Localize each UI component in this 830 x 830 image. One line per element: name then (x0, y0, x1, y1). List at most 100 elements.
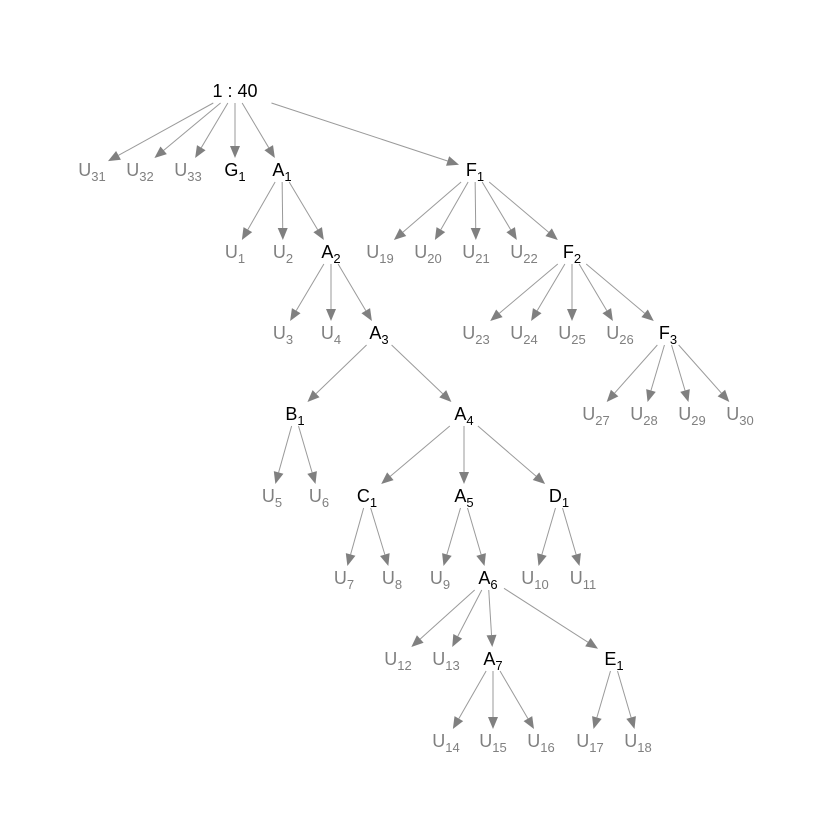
node-label: U6 (309, 486, 329, 510)
edge-F3-U27 (606, 344, 658, 402)
arrowhead-icon (523, 716, 534, 729)
node-label-subscript: 1 (297, 413, 304, 428)
node-label: U33 (174, 160, 201, 184)
node-label-subscript: 1 (238, 251, 245, 266)
arrowhead-icon (411, 635, 424, 647)
node-label-subscript: 23 (475, 332, 489, 347)
arrowhead-icon (532, 472, 546, 484)
edge-line (467, 507, 482, 555)
node-label: U12 (384, 649, 411, 673)
edge-F1-F2 (488, 181, 558, 240)
node-label-subscript: 25 (571, 332, 585, 347)
node-label-base: U (678, 404, 691, 424)
edge-line (370, 507, 386, 555)
node-label-base: A (454, 404, 466, 424)
edge-line (617, 670, 632, 718)
node-label-base: U (558, 323, 571, 343)
node-U12: U12 (384, 649, 411, 673)
node-label: U17 (576, 731, 603, 755)
node-label-subscript: 6 (322, 495, 329, 510)
node-D1: D1 (549, 486, 569, 510)
edge-line (477, 425, 537, 477)
node-label-subscript: 7 (495, 658, 502, 673)
arrowhead-icon (470, 227, 481, 240)
edge-A7-U16 (499, 670, 534, 729)
arrowhead-icon (290, 308, 301, 321)
edge-A2-A3 (337, 263, 372, 321)
node-label-base: U (582, 404, 595, 424)
arrowhead-icon (439, 390, 452, 402)
node-label-subscript: 4 (466, 413, 473, 428)
node-label: U30 (726, 404, 753, 428)
node-label-subscript: 21 (475, 251, 489, 266)
edge-A6-U12 (411, 589, 476, 647)
edge-line (241, 102, 270, 148)
node-label-subscript: 32 (139, 169, 153, 184)
edge-line (440, 181, 469, 230)
edge-root-U31 (108, 102, 214, 162)
node-label-base: A (369, 323, 381, 343)
node-U16: U16 (527, 731, 554, 755)
edge-A6-A7 (486, 589, 497, 647)
node-U9: U9 (430, 568, 450, 592)
node-label-subscript: 10 (534, 577, 548, 592)
node-label-base: U (126, 160, 139, 180)
node-label-subscript: 33 (187, 169, 201, 184)
node-label-base: U (384, 649, 397, 669)
edge-F2-U25 (567, 264, 577, 321)
node-label-base: B (285, 404, 297, 424)
arrowhead-icon (313, 227, 324, 240)
edge-line (446, 507, 461, 555)
arrowhead-icon (459, 472, 469, 484)
node-label-base: U (606, 323, 619, 343)
edge-line (671, 344, 686, 391)
edge-A1-U2 (277, 181, 288, 240)
node-label: U21 (462, 242, 489, 266)
node-label: A5 (454, 486, 473, 510)
node-label-subscript: 15 (492, 740, 506, 755)
node-U31: U31 (78, 160, 105, 184)
node-label-base: U (570, 568, 583, 588)
edge-line (163, 102, 221, 151)
edge-line (350, 507, 365, 555)
node-label: U1 (225, 242, 245, 266)
arrowhead-icon (545, 228, 558, 240)
node-label-subscript: 22 (523, 251, 537, 266)
edge-A4-D1 (477, 425, 546, 484)
edge-line (200, 102, 229, 148)
arrowhead-icon (506, 227, 517, 240)
node-U23: U23 (462, 323, 489, 347)
node-U6: U6 (309, 486, 329, 510)
edge-A4-C1 (381, 425, 451, 484)
arrowhead-icon (646, 389, 656, 402)
arrowhead-icon (680, 389, 690, 402)
node-label: U28 (630, 404, 657, 428)
node-label: U29 (678, 404, 705, 428)
node-label-base: U (273, 323, 286, 343)
node-label-subscript: 3 (670, 332, 677, 347)
node-U11: U11 (570, 568, 597, 592)
arrowhead-icon (606, 389, 619, 402)
arrowhead-icon (277, 227, 288, 240)
edge-root-U33 (195, 102, 229, 158)
node-label: U20 (414, 242, 441, 266)
node-label: U9 (430, 568, 450, 592)
edge-A4-A5 (459, 426, 469, 484)
node-U14: U14 (432, 731, 459, 755)
node-label-base: D (549, 486, 562, 506)
edge-root-A1 (241, 102, 275, 158)
node-label: A2 (321, 242, 340, 266)
arrowhead-icon (230, 146, 240, 158)
node-label: U4 (321, 323, 341, 347)
edge-root-G1 (230, 103, 240, 158)
node-label-subscript: 30 (739, 413, 753, 428)
node-label-base: U (624, 731, 637, 751)
node-label: U24 (510, 323, 537, 347)
node-label-base: U (414, 242, 427, 262)
edge-line (247, 181, 276, 230)
arrowhead-icon (381, 472, 394, 484)
node-label-subscript: 6 (490, 577, 497, 592)
edge-A6-E1 (503, 587, 598, 649)
node-U17: U17 (576, 731, 603, 755)
edge-F2-U26 (578, 263, 613, 321)
